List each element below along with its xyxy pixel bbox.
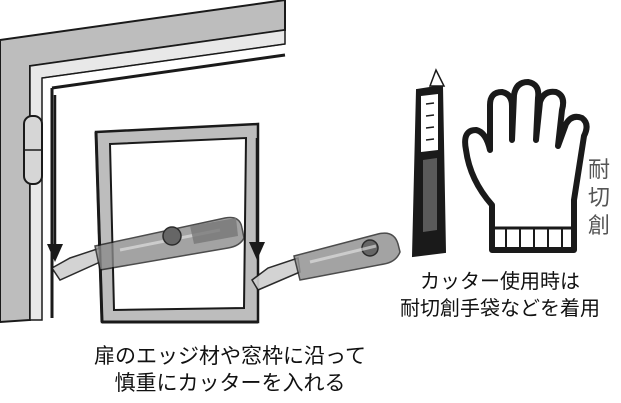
hinge-icon <box>23 115 43 185</box>
right-caption: カッター使用時は 耐切創手袋などを着用 <box>380 268 620 322</box>
glove-label-char-2: 切 <box>587 186 610 211</box>
right-caption-line-2: 耐切創手袋などを着用 <box>400 296 600 320</box>
glove-label-char-3: 創 <box>587 214 610 239</box>
cutter-knife-icon <box>411 68 447 258</box>
cutter-knife-icon <box>251 232 401 291</box>
bottom-caption: 扉のエッジ材や窓枠に沿って 慎重にカッターを入れる <box>60 343 400 397</box>
glove-icon <box>462 79 590 253</box>
arrow-down-icon <box>249 138 265 260</box>
glove-label-char-1: 耐 <box>587 158 610 183</box>
door-frame-icon <box>0 0 286 324</box>
right-caption-line-1: カッター使用時は <box>420 269 580 293</box>
bottom-caption-line-1: 扉のエッジ材や窓枠に沿って <box>94 344 366 368</box>
cutter-knife-icon <box>50 216 245 281</box>
arrow-down-icon <box>47 95 63 262</box>
bottom-caption-line-2: 慎重にカッターを入れる <box>114 371 346 395</box>
